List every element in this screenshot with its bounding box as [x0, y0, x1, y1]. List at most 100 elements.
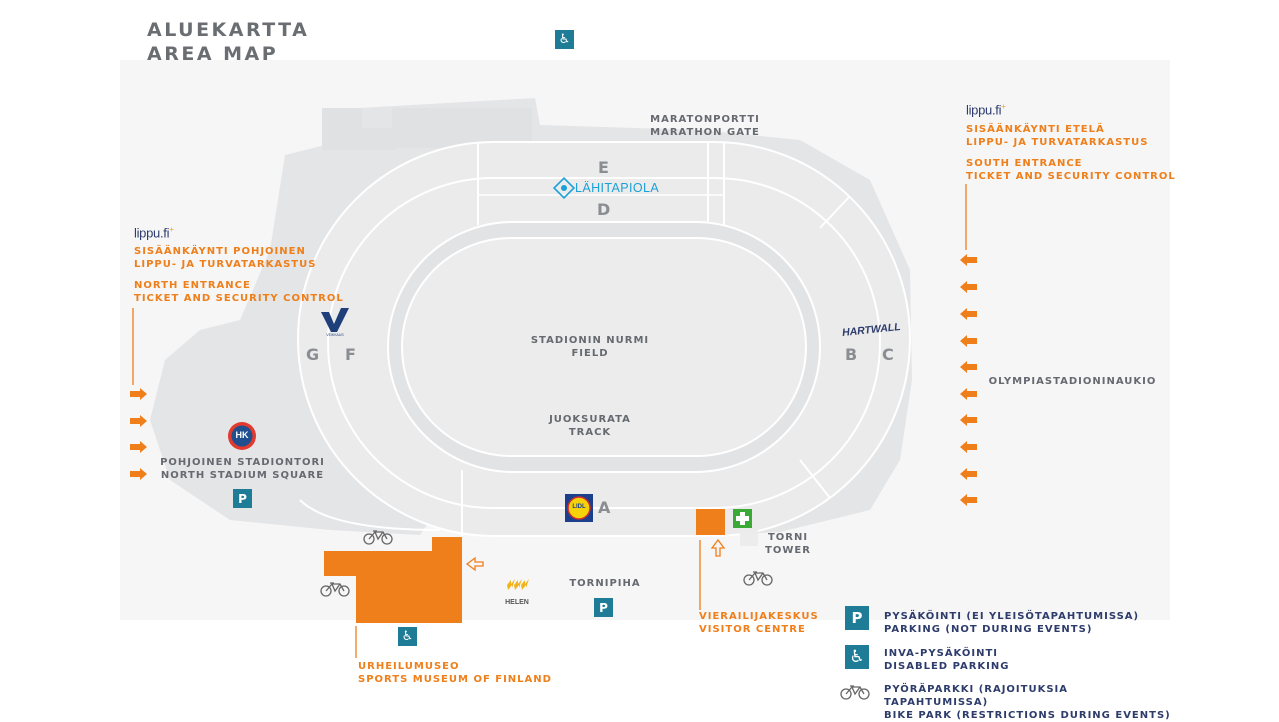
stand-divider: [819, 195, 851, 229]
sports-museum-building: [324, 537, 462, 623]
veikkaus-logo-icon: [321, 308, 349, 332]
legend-bike-en: BIKE PARK (RESTRICTIONS DURING EVENTS): [884, 710, 1171, 721]
arrow-right-icon: [130, 388, 147, 400]
south-entrance-label[interactable]: SISÄÄNKÄYNTI ETELÄ LIPPU- JA TURVATARKAS…: [966, 123, 1176, 183]
building-top-left-1: [322, 108, 362, 150]
arrow-left-icon: [960, 468, 977, 480]
marathon-gate-fi: MARATONPORTTI: [650, 114, 760, 125]
north-entrance-en-1: NORTH ENTRANCE: [134, 280, 251, 291]
title-en: AREA MAP: [147, 43, 279, 65]
section-d[interactable]: D: [597, 200, 611, 219]
visitor-centre-label[interactable]: VIERAILIJAKESKUS VISITOR CENTRE: [699, 610, 829, 636]
north-square-en: NORTH STADIUM SQUARE: [160, 470, 325, 481]
section-c[interactable]: C: [882, 345, 894, 364]
marathon-gate-en: MARATHON GATE: [650, 127, 760, 138]
wheelchair-icon: ♿: [398, 627, 417, 646]
tower-en: TOWER: [765, 545, 811, 556]
south-entrance-fi-2: LIPPU- JA TURVATARKASTUS: [966, 137, 1149, 148]
visitor-centre-building: [696, 509, 725, 535]
building-top-left-2: [360, 128, 396, 150]
arrow-left-icon: [960, 254, 977, 266]
parking-icon: P: [594, 598, 613, 617]
museum-en: SPORTS MUSEUM OF FINLAND: [358, 674, 552, 685]
wheelchair-icon: ♿: [845, 645, 869, 669]
marathon-gate-label: MARATONPORTTI MARATHON GATE: [630, 113, 780, 139]
arrow-left-icon: [960, 281, 977, 293]
legend-bike-fi: PYÖRÄPARKKI (RAJOITUKSIA TAPAHTUMISSA): [884, 684, 1069, 708]
track-en: TRACK: [568, 427, 612, 438]
arrow-left-icon: [465, 556, 484, 572]
arrow-left-icon: [960, 494, 977, 506]
tornipiha-label: TORNIPIHA: [569, 578, 641, 589]
lidl-logo-text: LIDL: [572, 504, 586, 510]
arrow-left-icon: [960, 361, 977, 373]
north-entrance-fi-2: LIPPU- JA TURVATARKASTUS: [134, 259, 317, 270]
parking-icon: P: [233, 489, 252, 508]
north-entrance-fi-1: SISÄÄNKÄYNTI POHJOINEN: [134, 246, 306, 257]
lahitapiola-logo-text: LÄHITAPIOLA: [575, 181, 660, 195]
lippu-logo-south: lippu.fi+: [966, 102, 1006, 118]
legend-disabled-en: DISABLED PARKING: [884, 661, 1010, 672]
first-aid-icon: [733, 509, 752, 528]
hk-logo: [228, 422, 256, 450]
arrow-right-icon: [130, 441, 147, 453]
north-entrance-en-2: TICKET AND SECURITY CONTROL: [134, 293, 344, 304]
section-f[interactable]: F: [345, 345, 356, 364]
south-entrance-en-1: SOUTH ENTRANCE: [966, 158, 1083, 169]
page-title: ALUEKARTTA AREA MAP: [147, 18, 309, 66]
section-b[interactable]: B: [845, 345, 858, 364]
sports-museum-label[interactable]: URHEILUMUSEO SPORTS MUSEUM OF FINLAND: [358, 660, 558, 686]
arrow-right-icon: [130, 415, 147, 427]
legend-disabled-text: INVA-PYSÄKÖINTI DISABLED PARKING: [884, 647, 1174, 673]
north-entrance-label[interactable]: SISÄÄNKÄYNTI POHJOINEN LIPPU- JA TURVATA…: [134, 245, 354, 305]
lahitapiola-logo-icon: [552, 176, 576, 200]
veikkaus-logo-text: VEIKKAUS: [326, 333, 344, 337]
south-entrance-en-2: TICKET AND SECURITY CONTROL: [966, 171, 1176, 182]
bicycle-icon: [743, 571, 773, 586]
arrow-left-icon: [960, 441, 977, 453]
legend-disabled-fi: INVA-PYSÄKÖINTI: [884, 648, 998, 659]
field-fi: STADIONIN NURMI: [530, 335, 650, 346]
legend-parking-text: PYSÄKÖINTI (EI YLEISÖTAPAHTUMISSA) PARKI…: [884, 610, 1174, 636]
lippu-brand: lippu.fi: [966, 102, 1002, 118]
field-en: FIELD: [571, 348, 609, 359]
legend-bike-text: PYÖRÄPARKKI (RAJOITUKSIA TAPAHTUMISSA) B…: [884, 683, 1174, 722]
visitor-fi: VIERAILIJAKESKUS: [699, 611, 819, 622]
arrow-left-icon: [960, 388, 977, 400]
track-fi: JUOKSURATA: [549, 414, 631, 425]
track-label: JUOKSURATA TRACK: [545, 413, 635, 439]
arrow-left-icon: [960, 414, 977, 426]
lippu-logo-north: lippu.fi+: [134, 225, 174, 241]
section-a[interactable]: A: [598, 498, 611, 517]
olympic-square-label: OLYMPIASTADIONINAUKIO: [988, 376, 1157, 387]
tower-building: [740, 530, 758, 546]
lidl-logo: [565, 494, 593, 522]
hk-logo-text: HK: [235, 430, 249, 440]
legend-parking-en: PARKING (NOT DURING EVENTS): [884, 624, 1093, 635]
inner-ring: [327, 177, 881, 509]
section-e[interactable]: E: [598, 158, 609, 177]
helen-logo-text: HELEN: [505, 599, 529, 606]
south-entrance-fi-1: SISÄÄNKÄYNTI ETELÄ: [966, 124, 1105, 135]
museum-fi: URHEILUMUSEO: [358, 661, 460, 672]
walkway: [299, 499, 441, 531]
arrow-left-icon: [960, 335, 977, 347]
bicycle-icon: [320, 582, 350, 597]
arrow-left-icon: [960, 308, 977, 320]
visitor-en: VISITOR CENTRE: [699, 624, 806, 635]
section-g[interactable]: G: [306, 345, 320, 364]
field: [401, 237, 807, 457]
tower-label: TORNI TOWER: [763, 531, 813, 557]
tower-fi: TORNI: [767, 532, 809, 543]
bicycle-icon: [363, 530, 393, 545]
title-fi: ALUEKARTTA: [147, 19, 310, 41]
legend: P PYSÄKÖINTI (EI YLEISÖTAPAHTUMISSA) PAR…: [840, 606, 1170, 721]
wheelchair-icon: ♿: [555, 30, 574, 49]
bicycle-icon: [840, 685, 870, 700]
legend-parking-fi: PYSÄKÖINTI (EI YLEISÖTAPAHTUMISSA): [884, 611, 1140, 622]
north-square-label: POHJOINEN STADIONTORI NORTH STADIUM SQUA…: [150, 456, 335, 482]
stand-divider: [799, 459, 831, 499]
arrow-up-icon: [710, 538, 726, 557]
north-square-fi: POHJOINEN STADIONTORI: [160, 457, 325, 468]
